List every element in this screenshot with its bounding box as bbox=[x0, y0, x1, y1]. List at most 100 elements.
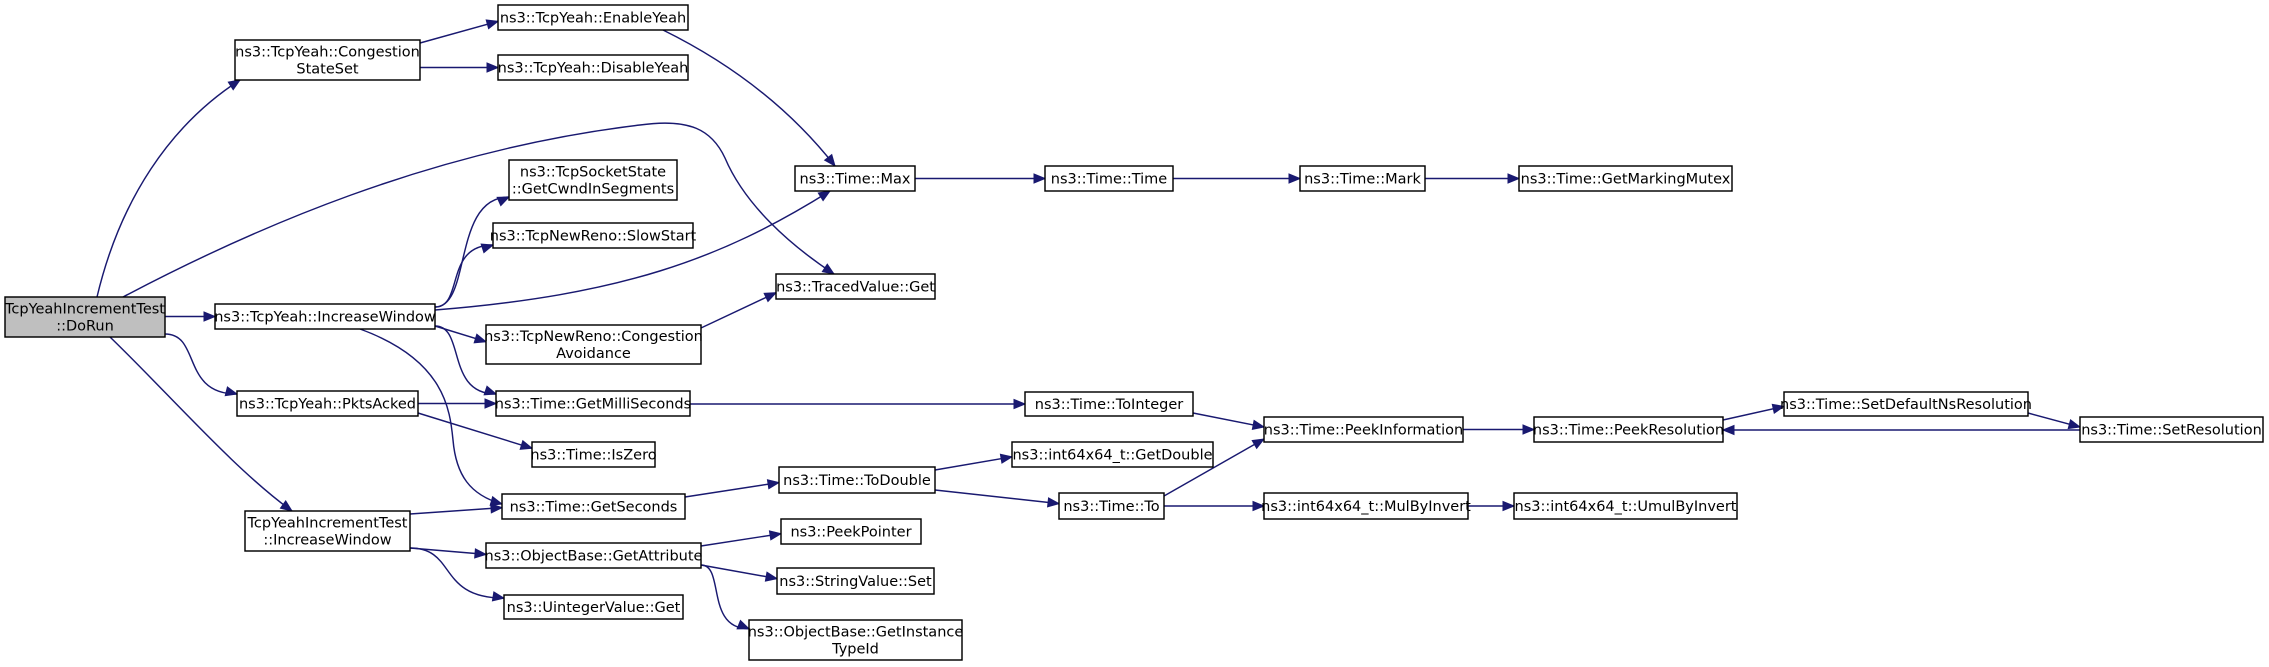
node-uintGet[interactable]: ns3::UintegerValue::Get bbox=[503, 594, 684, 620]
node-timeMark[interactable]: ns3::Time::Mark bbox=[1299, 165, 1426, 192]
node-label: ns3::TcpYeah::DisableYeah bbox=[498, 61, 689, 77]
node-box bbox=[497, 4, 689, 31]
node-box bbox=[4, 296, 166, 338]
arrowhead bbox=[279, 500, 294, 512]
arrowhead bbox=[1502, 500, 1516, 512]
arrowhead bbox=[736, 619, 751, 630]
node-pktsAcked[interactable]: ns3::TcpYeah::PktsAcked bbox=[236, 390, 419, 417]
edge-pktsAcked-to-getMilli bbox=[418, 398, 498, 409]
node-mulByInv[interactable]: ns3::int64x64_t::MulByInvert bbox=[1261, 492, 1471, 520]
node-box bbox=[2079, 416, 2264, 443]
node-doRun[interactable]: TcpYeahIncrementTest::DoRun bbox=[4, 296, 166, 338]
node-label: ns3::PeekPointer bbox=[790, 525, 911, 541]
node-toDouble[interactable]: ns3::Time::ToDouble bbox=[778, 466, 936, 494]
edge-line bbox=[122, 122, 835, 298]
arrowhead bbox=[486, 62, 500, 73]
edge-pktsAcked-to-isZero bbox=[417, 412, 534, 450]
node-getDouble[interactable]: ns3::int64x64_t::GetDouble bbox=[1011, 441, 1214, 468]
edge-setRes-to-peekRes bbox=[1721, 424, 2080, 436]
node-getAttr[interactable]: ns3::ObjectBase::GetAttribute bbox=[485, 542, 703, 569]
edge-line bbox=[662, 29, 836, 167]
node-setRes[interactable]: ns3::Time::SetResolution bbox=[2079, 416, 2264, 443]
node-label: ns3::TcpYeah::EnableYeah bbox=[500, 11, 686, 27]
node-timeTime[interactable]: ns3::Time::Time bbox=[1044, 165, 1174, 192]
node-label: ns3::Time::PeekInformation bbox=[1264, 423, 1463, 439]
edge-toDouble-to-getDouble bbox=[934, 453, 1014, 471]
node-getCwnd[interactable]: ns3::TcpSocketState::GetCwndInSegments bbox=[508, 159, 678, 201]
node-getSeconds[interactable]: ns3::Time::GetSeconds bbox=[501, 493, 686, 520]
node-box bbox=[1263, 416, 1464, 443]
node-label: ns3::ObjectBase::GetAttribute bbox=[485, 549, 703, 565]
node-umulByInv[interactable]: ns3::int64x64_t::UmulByInvert bbox=[1513, 492, 1738, 520]
node-peekInfo[interactable]: ns3::Time::PeekInformation bbox=[1263, 416, 1464, 443]
arrowhead bbox=[1252, 500, 1266, 512]
edge-congAvoid-to-tracedGet bbox=[700, 292, 778, 329]
arrowhead bbox=[1033, 173, 1047, 184]
edge-line bbox=[934, 456, 1013, 471]
arrowhead bbox=[1771, 403, 1786, 415]
node-disableYeah[interactable]: ns3::TcpYeah::DisableYeah bbox=[497, 54, 689, 81]
edge-line bbox=[109, 336, 293, 512]
edge-line bbox=[700, 564, 750, 630]
arrowhead bbox=[490, 503, 504, 514]
arrowhead bbox=[1721, 424, 1735, 436]
edge-enableYeah-to-timeMax bbox=[662, 29, 836, 168]
node-box bbox=[495, 390, 691, 417]
edge-line bbox=[684, 481, 780, 498]
edge-line bbox=[700, 564, 778, 580]
node-box bbox=[508, 159, 678, 201]
node-getMilli[interactable]: ns3::Time::GetMilliSeconds bbox=[495, 390, 691, 417]
node-label: ns3::ObjectBase::GetInstance bbox=[748, 625, 964, 641]
node-label: ns3::Time::To bbox=[1063, 499, 1159, 515]
node-label: ::GetCwndInSegments bbox=[512, 182, 674, 198]
node-box bbox=[531, 441, 656, 468]
node-label: ns3::TcpSocketState bbox=[520, 165, 666, 181]
node-box bbox=[236, 390, 419, 417]
edge-doRun-to-congState bbox=[96, 79, 242, 298]
node-box bbox=[492, 222, 694, 249]
node-setDefRes[interactable]: ns3::Time::SetDefaultNsResolution bbox=[1780, 391, 2032, 417]
edge-setDefRes-to-setRes bbox=[2027, 412, 2082, 430]
node-box bbox=[497, 54, 689, 81]
node-strSet[interactable]: ns3::StringValue::Set bbox=[776, 567, 935, 595]
node-label: ns3::TracedValue::Get bbox=[776, 280, 935, 296]
node-markMutex[interactable]: ns3::Time::GetMarkingMutex bbox=[1518, 165, 1733, 192]
arrowhead bbox=[821, 263, 836, 275]
node-box bbox=[778, 466, 936, 494]
node-peekPtr[interactable]: ns3::PeekPointer bbox=[780, 518, 922, 545]
node-box bbox=[1024, 391, 1194, 417]
arrowhead bbox=[2067, 418, 2082, 430]
edge-getMilli-to-toInteger bbox=[690, 398, 1027, 410]
node-slowStart[interactable]: ns3::TcpNewReno::SlowStart bbox=[490, 222, 697, 249]
arrowhead bbox=[1288, 173, 1302, 184]
edge-toDouble-to-timeTo bbox=[934, 489, 1061, 508]
node-testIncWin[interactable]: TcpYeahIncrementTest::IncreaseWindow bbox=[244, 510, 411, 552]
nodes-layer: TcpYeahIncrementTest::DoRunns3::TcpYeah:… bbox=[4, 4, 2264, 661]
node-isZero[interactable]: ns3::Time::IsZero bbox=[530, 441, 657, 468]
node-box bbox=[485, 542, 702, 569]
node-timeTo[interactable]: ns3::Time::To bbox=[1058, 492, 1165, 520]
arrowhead bbox=[999, 453, 1014, 464]
node-toInteger[interactable]: ns3::Time::ToInteger bbox=[1024, 391, 1194, 417]
node-peekRes[interactable]: ns3::Time::PeekResolution bbox=[1533, 416, 1724, 443]
node-box bbox=[214, 303, 436, 330]
node-label: ns3::Time::GetMarkingMutex bbox=[1521, 172, 1731, 188]
node-tracedGet[interactable]: ns3::TracedValue::Get bbox=[775, 273, 936, 300]
edge-line bbox=[700, 292, 777, 329]
edge-doRun-to-testIncWin bbox=[109, 336, 294, 512]
node-label: ns3::Time::PeekResolution bbox=[1533, 423, 1724, 439]
node-increaseWindow[interactable]: ns3::TcpYeah::IncreaseWindow bbox=[214, 303, 436, 330]
node-enableYeah[interactable]: ns3::TcpYeah::EnableYeah bbox=[497, 4, 689, 31]
arrowhead bbox=[491, 591, 506, 602]
edge-line bbox=[359, 328, 503, 505]
node-label: ns3::int64x64_t::MulByInvert bbox=[1261, 499, 1471, 515]
node-timeMax[interactable]: ns3::Time::Max bbox=[794, 165, 916, 192]
edge-timeTime-to-timeMark bbox=[1173, 173, 1302, 184]
node-label: ns3::int64x64_t::UmulByInvert bbox=[1515, 499, 1737, 515]
arrowhead bbox=[1507, 173, 1521, 184]
node-box bbox=[1011, 441, 1214, 468]
node-box bbox=[503, 594, 684, 620]
